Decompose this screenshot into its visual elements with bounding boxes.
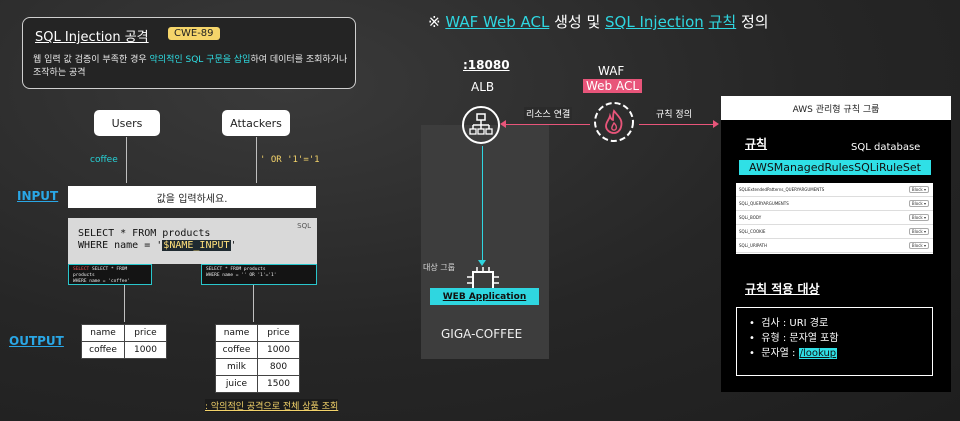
web-application-badge: WEB Application [430,288,539,305]
main-heading: ※ WAF Web ACL 생성 및 SQL Injection 규칙 정의 [428,13,769,31]
table-header: name [215,324,258,342]
target-group-region [421,125,549,359]
alb-port: :18080 [463,58,510,72]
list-item: SQLi_BODY Block ▾ [736,211,933,225]
resource-link-label: 리소스 연결 [524,107,573,120]
card-description: 웹 입력 값 검증이 부족한 경우 악의적인 SQL 구문을 삽입하여 데이터를… [33,55,348,78]
rule-link-arrowhead [713,120,719,128]
attackers-pill: Attackers [222,110,290,136]
table-row: milk 800 [215,358,300,376]
output-label: OUTPUT [9,334,64,348]
table-header: name [81,324,125,342]
table-row: coffee 1000 [81,341,167,359]
rule-link-line [639,124,715,125]
result-table-attackers: name price coffee 1000 milk 800 juice 15… [215,324,300,393]
attackers-input-value: ' OR '1'='1 [260,155,320,165]
scope-box: • 검사 : URI 경로 • 유형 : 문자열 포함 • 문자열 : /loo… [736,307,933,376]
cwe-tag: CWE-89 [168,27,220,40]
list-item: SQLiExtendedPatterns_QUERYARGUMENTS Bloc… [736,183,933,197]
users-arrow [126,137,127,183]
sql-database-label: SQL database [851,142,921,153]
list-item: • 검사 : URI 경로 [749,318,829,329]
block-select[interactable]: Block ▾ [908,214,929,221]
list-item: SQLi_URIPATH Block ▾ [736,239,933,253]
managed-rule-panel: 규칙 SQL database AWSManagedRulesSQLiRuleS… [721,120,951,392]
table-header: price [257,324,300,342]
attackers-output-arrow [253,285,254,322]
resource-link-arrowhead [500,120,506,128]
rule-list: SQLiExtendedPatterns_QUERYARGUMENTS Bloc… [736,183,933,254]
target-group-label: 대상 그룹 [423,263,455,272]
mini-sql-users: SELECT SELECT * FROM products WHERE name… [68,264,152,285]
sql-query-box: SQL SELECT * FROM products WHERE name = … [68,218,317,264]
input-field[interactable]: 값을 입력하세요. [68,186,316,208]
rule-link-label: 규칙 정의 [654,107,694,120]
waf-label: WAF [598,64,625,78]
attack-note: : 악의적인 공격으로 전체 상품 조회 [205,399,339,412]
rules-title: 규칙 [745,137,768,151]
block-select[interactable]: Block ▾ [908,242,929,249]
users-input-value: coffee [90,155,118,165]
table-row: juice 1500 [215,375,300,393]
attackers-arrow [256,137,257,183]
list-item: • 유형 : 문자열 포함 [749,333,839,344]
input-label: INPUT [17,189,59,203]
alb-network-icon[interactable] [461,105,501,145]
card-title: SQL Injection 공격 [35,30,149,45]
alb-label: ALB [471,80,495,94]
list-item: SQLi_QUERYARGUMENTS Block ▾ [736,197,933,211]
managed-rule-header: AWS 관리형 규칙 그룹 [721,96,951,120]
target-name: GIGA-COFFEE [441,327,523,341]
alb-to-app-line [482,146,483,262]
sql-tag: SQL [297,222,311,230]
scope-list: • 검사 : URI 경로 • 유형 : 문자열 포함 • 문자열 : /loo… [749,316,839,361]
users-pill: Users [94,110,160,136]
resource-link-line [504,124,590,125]
waf-fire-icon[interactable] [593,101,635,143]
sql-code: SELECT * FROM products WHERE name = '$NA… [78,228,237,251]
list-item: • 문자열 : /lookup [749,348,838,359]
table-row: coffee 1000 [215,341,300,359]
mini-sql-attackers: SELECT * FROM products WHERE name = '' O… [201,264,317,285]
list-item: SQLi_COOKIE Block ▾ [736,225,933,239]
block-select[interactable]: Block ▾ [908,200,929,207]
table-header: price [124,324,167,342]
web-acl-badge: Web ACL [583,79,643,93]
users-output-arrow [124,285,125,322]
sqli-info-card: SQL Injection 공격 CWE-89 웹 입력 값 검증이 부족한 경… [22,17,356,89]
result-table-users: name price coffee 1000 [81,324,167,359]
ruleset-name: AWSManagedRulesSQLiRuleSet [739,160,931,175]
alb-to-app-arrowhead [478,260,486,266]
block-select[interactable]: Block ▾ [908,186,929,193]
block-select[interactable]: Block ▾ [908,228,929,235]
scope-title: 규칙 적용 대상 [745,282,820,296]
